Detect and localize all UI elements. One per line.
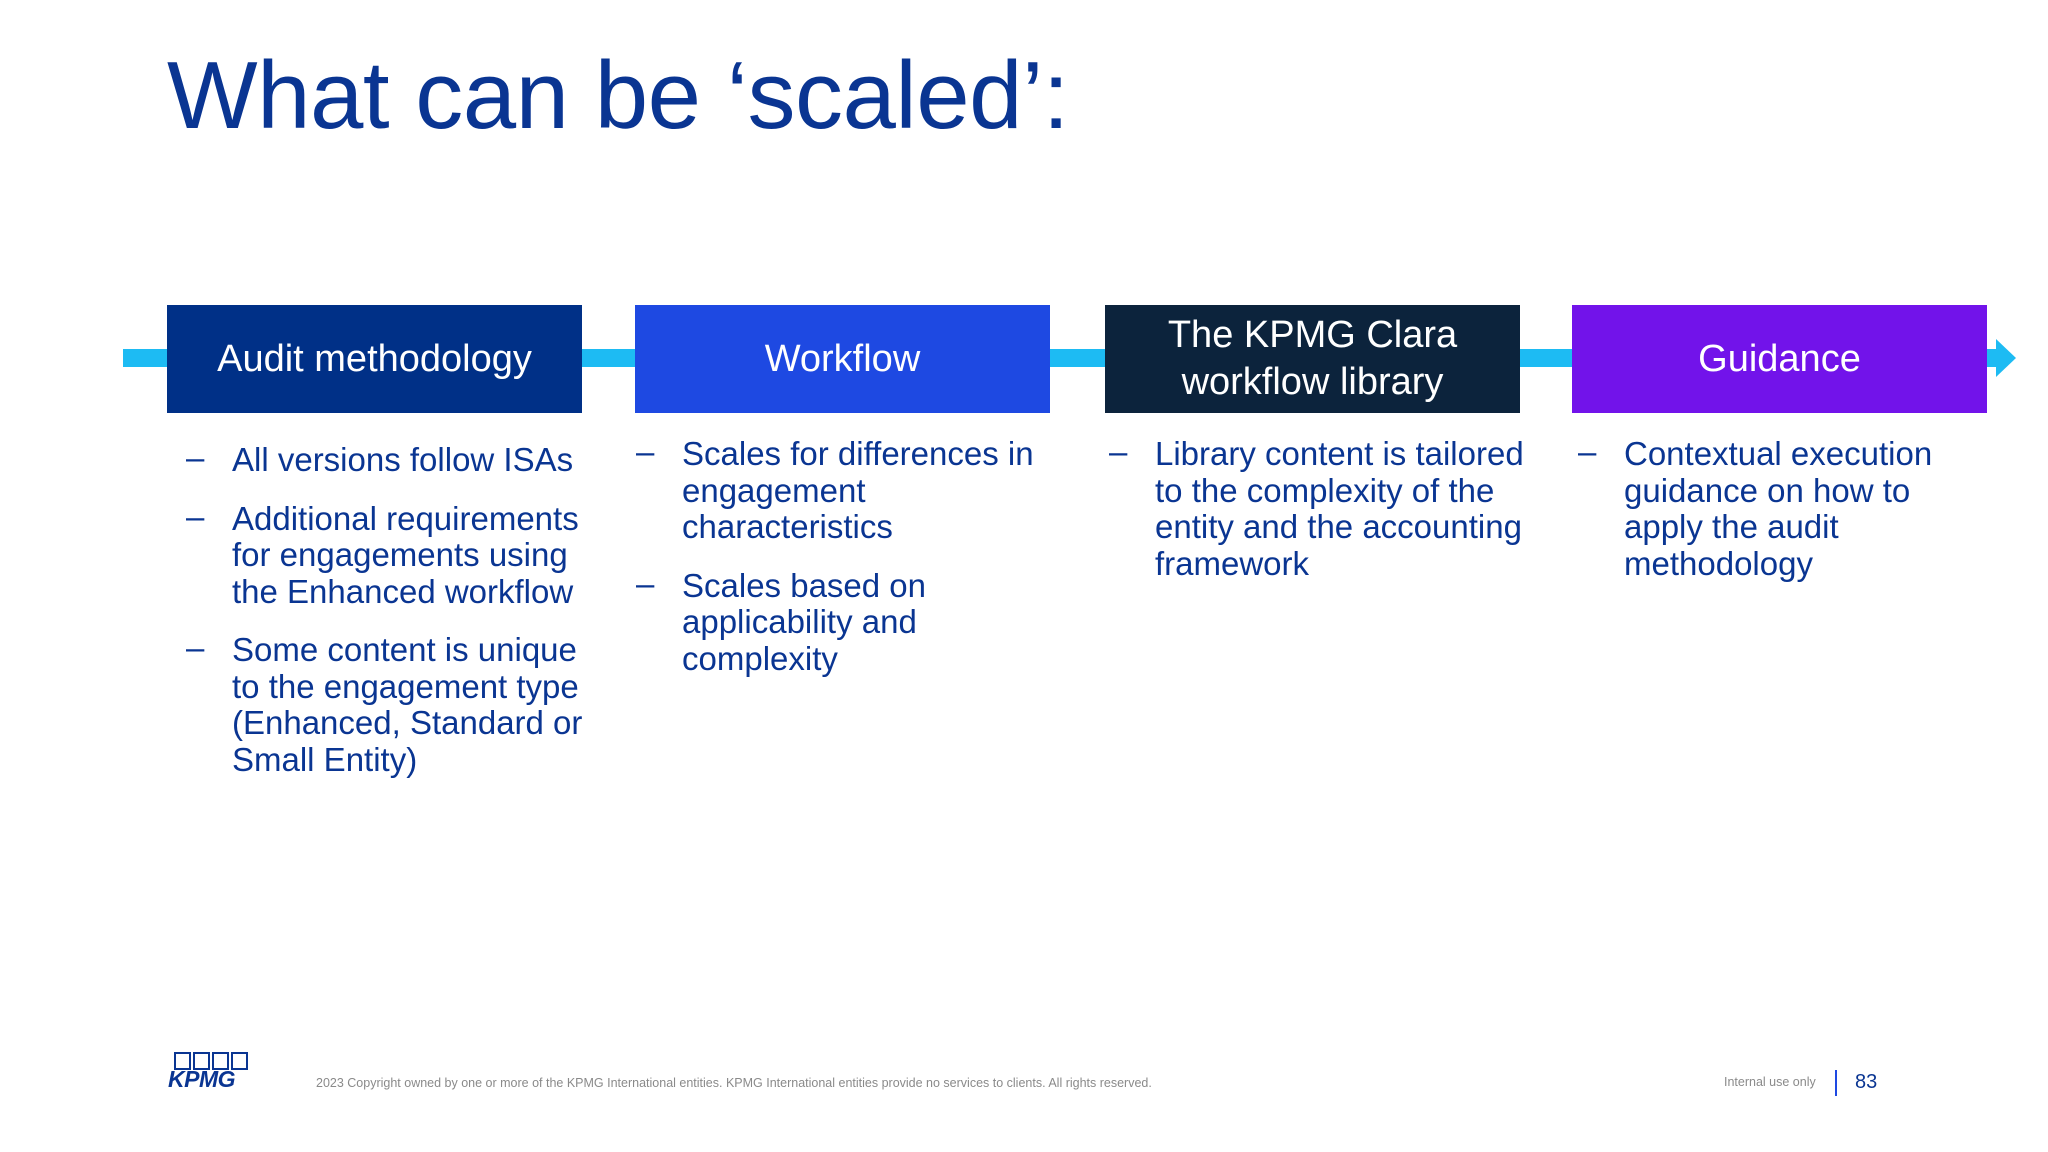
bullet-text: Scales based on applicability and comple… xyxy=(682,566,927,677)
dash-icon: – xyxy=(186,439,205,476)
column-header-guidance: Guidance xyxy=(1572,305,1987,413)
dash-icon: – xyxy=(186,497,205,535)
bullet-item: –Scales for differences in engagement ch… xyxy=(636,433,1056,546)
column-header-label: Workflow xyxy=(764,337,921,380)
bullet-list-guidance: –Contextual execution guidance on how to… xyxy=(1578,433,1998,604)
bullet-text: Additional requirements for engagements … xyxy=(232,499,579,610)
dash-icon: – xyxy=(186,629,205,666)
copyright-notice: 2023 Copyright owned by one or more of t… xyxy=(316,1076,1152,1090)
bullet-item: –Additional requirements for engagements… xyxy=(186,497,606,611)
bullet-text: Library content is tailored to the compl… xyxy=(1155,435,1524,582)
process-arrow-line xyxy=(123,349,1998,367)
kpmg-logo-text: KPMG xyxy=(168,1066,236,1092)
dash-icon: – xyxy=(636,433,655,470)
bullet-list-audit-methodology: –All versions follow ISAs –Additional re… xyxy=(186,439,606,800)
dash-icon: – xyxy=(1578,433,1597,470)
bullet-item: –All versions follow ISAs xyxy=(186,439,606,479)
dash-icon: – xyxy=(636,564,655,602)
kpmg-logo: KPMG xyxy=(168,1052,252,1091)
column-header-label: The KPMG Clara workflow library xyxy=(1167,314,1458,403)
footer-divider xyxy=(1835,1070,1837,1096)
bullet-text: Some content is unique to the engagement… xyxy=(232,631,583,778)
column-header-workflow: Workflow xyxy=(635,305,1050,413)
arrow-right-icon xyxy=(1996,339,2016,377)
bullet-item: –Library content is tailored to the comp… xyxy=(1109,433,1529,582)
bullet-text: Contextual execution guidance on how to … xyxy=(1624,435,1933,582)
bullet-text: Scales for differences in engagement cha… xyxy=(682,435,1034,545)
kpmg-logo-boxes-icon xyxy=(174,1052,248,1070)
bullet-item: –Contextual execution guidance on how to… xyxy=(1578,433,1998,582)
column-header-audit-methodology: Audit methodology xyxy=(167,305,582,413)
column-header-label: Guidance xyxy=(1698,337,1861,380)
slide-title: What can be ‘scaled’: xyxy=(167,42,1069,149)
bullet-item: –Scales based on applicability and compl… xyxy=(636,564,1056,678)
classification-label: Internal use only xyxy=(1724,1075,1816,1089)
column-header-label: Audit methodology xyxy=(217,337,532,380)
page-number: 83 xyxy=(1855,1071,1878,1093)
dash-icon: – xyxy=(1109,433,1128,470)
bullet-list-workflow: –Scales for differences in engagement ch… xyxy=(636,433,1056,699)
bullet-item: –Some content is unique to the engagemen… xyxy=(186,629,606,778)
bullet-text: All versions follow ISAs xyxy=(232,441,574,478)
bullet-list-kpmg-clara-workflow-library: –Library content is tailored to the comp… xyxy=(1109,433,1529,604)
column-header-kpmg-clara-workflow-library: The KPMG Clara workflow library xyxy=(1105,305,1520,413)
